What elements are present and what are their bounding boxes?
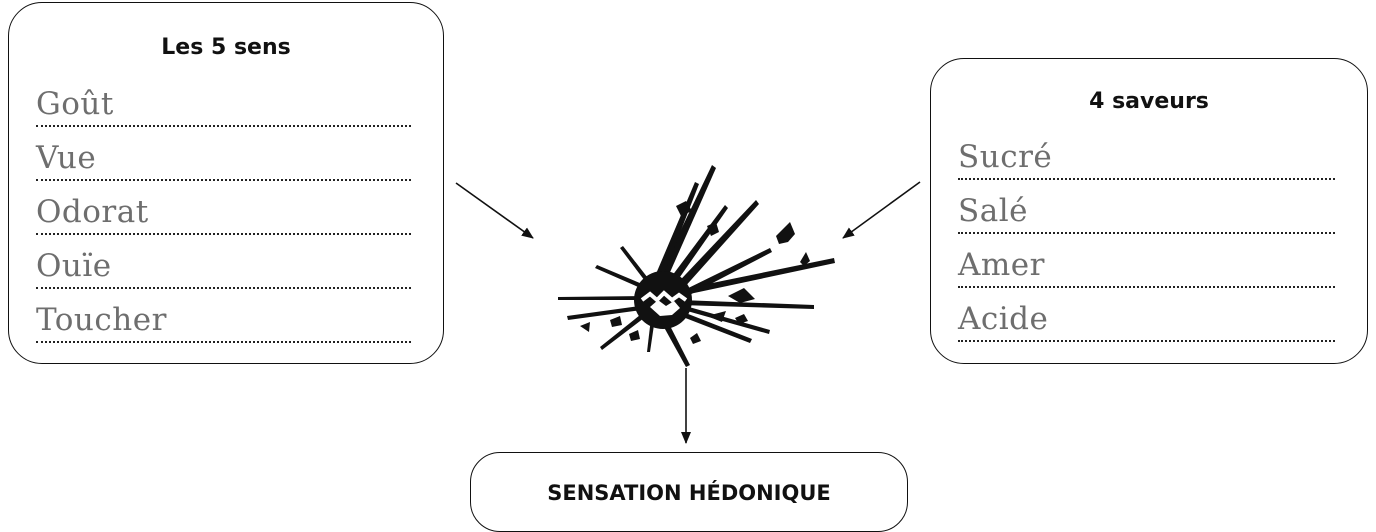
arrow-left [456, 183, 533, 238]
arrow-right [843, 182, 920, 238]
hedonic-sensation-box: SENSATION HÉDONIQUE [470, 452, 908, 532]
explosion-icon [558, 165, 835, 367]
hedonic-sensation-label: SENSATION HÉDONIQUE [471, 481, 907, 505]
